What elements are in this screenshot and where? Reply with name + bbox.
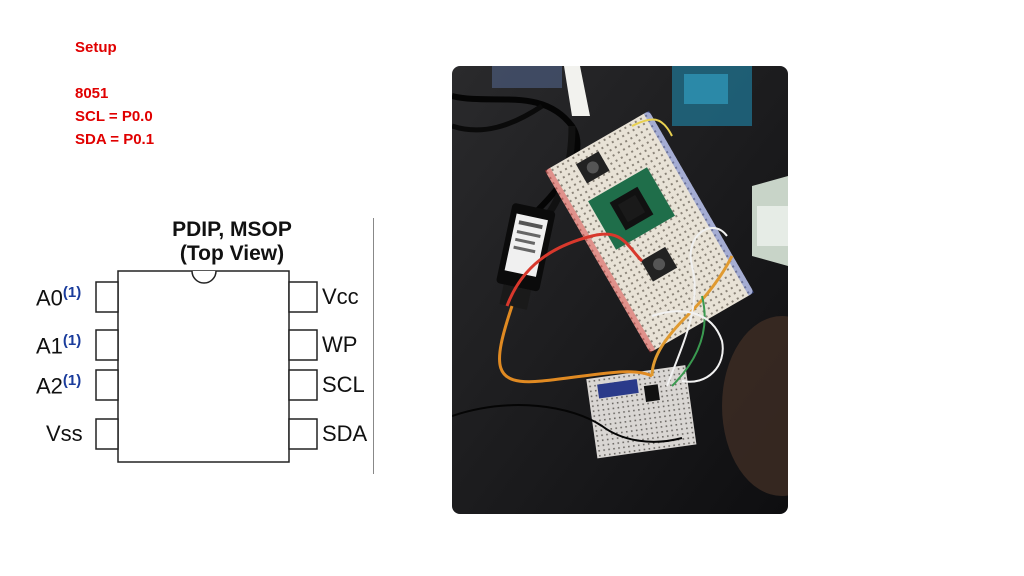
pin-label-a0: A0(1) <box>36 284 82 311</box>
eeprom-pinout-diagram: PDIP, MSOP (Top View) A0(1) A1(1) A2(1) … <box>36 214 378 476</box>
pin-label-a1: A1(1) <box>36 332 82 359</box>
pin-label-wp: WP <box>322 332 358 357</box>
scl-pin-assignment: SCL = P0.0 <box>75 108 153 125</box>
chip-outline <box>95 270 318 463</box>
pin-label-sda: SDA <box>322 421 368 446</box>
setup-heading: Setup <box>75 39 117 56</box>
mcu-label: 8051 <box>75 85 109 102</box>
pin-label-vss: Vss <box>46 421 83 446</box>
hardware-setup-photo <box>452 66 788 514</box>
pin-label-a2: A2(1) <box>36 372 82 399</box>
package-title: PDIP, MSOP (Top View) <box>172 218 292 265</box>
breadboard-photo-illustration <box>452 66 788 514</box>
pin-label-scl: SCL <box>322 372 365 397</box>
sda-pin-assignment: SDA = P0.1 <box>75 131 155 148</box>
setup-notes: Setup 8051 SCL = P0.0 SDA = P0.1 <box>75 36 154 151</box>
pin-label-vcc: Vcc <box>322 284 359 309</box>
divider-line <box>373 218 374 474</box>
